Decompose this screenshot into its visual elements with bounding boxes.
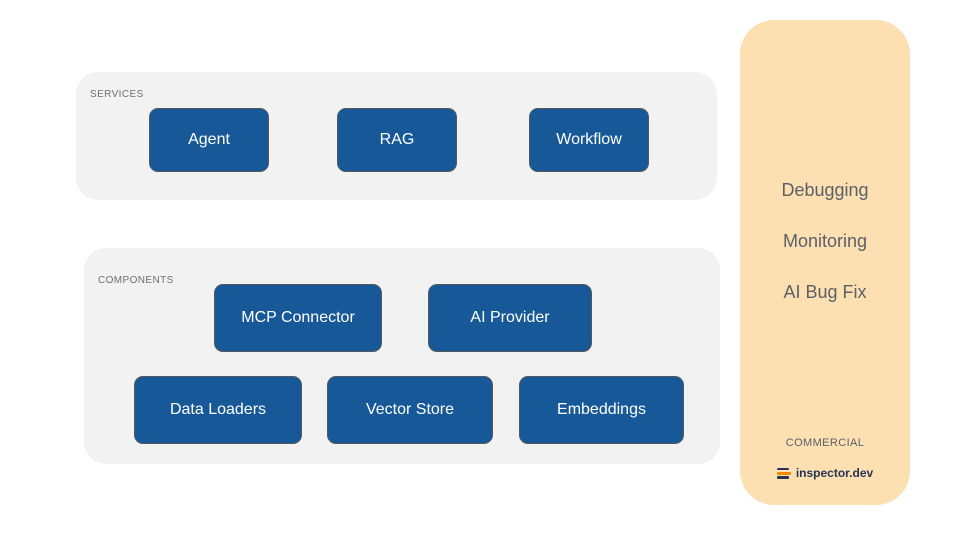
- services-group: SERVICES Agent RAG Workflow: [76, 72, 717, 200]
- services-group-label: SERVICES: [90, 89, 144, 100]
- commercial-label: COMMERCIAL: [785, 437, 865, 449]
- node-agent: Agent: [149, 108, 269, 172]
- node-agent-label: Agent: [188, 131, 230, 148]
- brand-name[interactable]: inspector.dev: [795, 466, 874, 480]
- node-mcp-connector: MCP Connector: [214, 284, 382, 352]
- node-vector-store: Vector Store: [327, 376, 493, 444]
- node-embeddings: Embeddings: [519, 376, 684, 444]
- node-workflow-label: Workflow: [556, 131, 622, 148]
- brand-row: inspector.dev: [740, 466, 910, 480]
- node-rag-label: RAG: [379, 131, 415, 148]
- commercial-sidebar: Debugging Monitoring AI Bug Fix COMMERCI…: [740, 20, 910, 505]
- node-rag: RAG: [337, 108, 457, 172]
- node-workflow: Workflow: [529, 108, 649, 172]
- node-data-loaders-label: Data Loaders: [169, 401, 267, 418]
- feature-debugging: Debugging: [781, 180, 869, 200]
- inspector-logo-icon: [776, 467, 791, 479]
- feature-ai-bug-fix: AI Bug Fix: [783, 282, 867, 302]
- node-ai-provider: AI Provider: [428, 284, 592, 352]
- node-vector-store-label: Vector Store: [365, 401, 455, 418]
- node-embeddings-label: Embeddings: [557, 401, 646, 418]
- node-data-loaders: Data Loaders: [134, 376, 302, 444]
- feature-monitoring: Monitoring: [782, 231, 868, 251]
- node-ai-provider-label: AI Provider: [470, 309, 550, 326]
- node-mcp-connector-label: MCP Connector: [241, 309, 355, 326]
- components-group-label: COMPONENTS: [98, 275, 174, 286]
- components-group: COMPONENTS MCP Connector AI Provider Dat…: [84, 248, 720, 464]
